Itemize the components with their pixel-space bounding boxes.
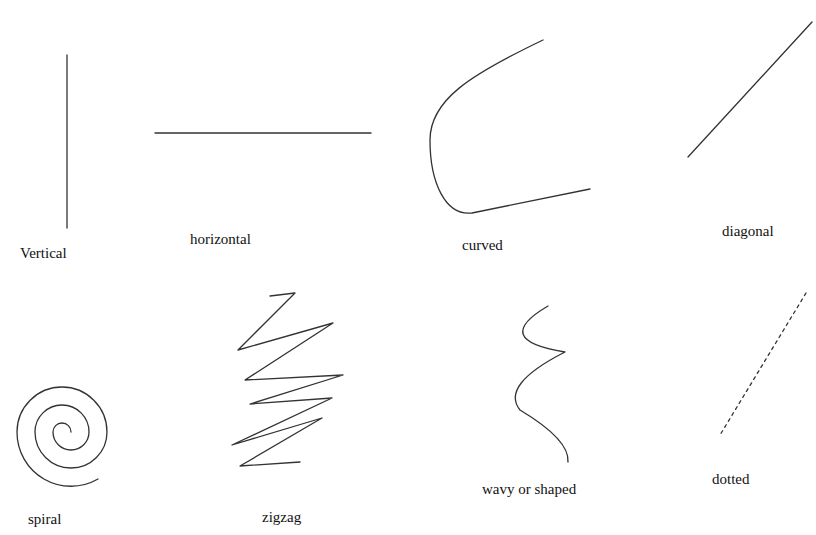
dotted-line xyxy=(720,293,806,435)
line-label: horizontal xyxy=(190,230,251,248)
zigzag-line xyxy=(232,293,343,466)
line-label: wavy or shaped xyxy=(482,480,576,498)
line-label: curved xyxy=(462,236,503,254)
spiral-line xyxy=(17,387,107,486)
line-label: Vertical xyxy=(20,244,67,262)
line-label: zigzag xyxy=(262,508,301,526)
line-label: diagonal xyxy=(722,222,774,240)
curved-line xyxy=(430,40,590,213)
line-label: dotted xyxy=(712,470,750,488)
horizontal-line xyxy=(155,132,371,133)
wavy-line xyxy=(515,306,568,462)
line-label: spiral xyxy=(28,510,61,528)
vertical-line xyxy=(66,55,67,228)
diagonal-line xyxy=(688,22,812,157)
